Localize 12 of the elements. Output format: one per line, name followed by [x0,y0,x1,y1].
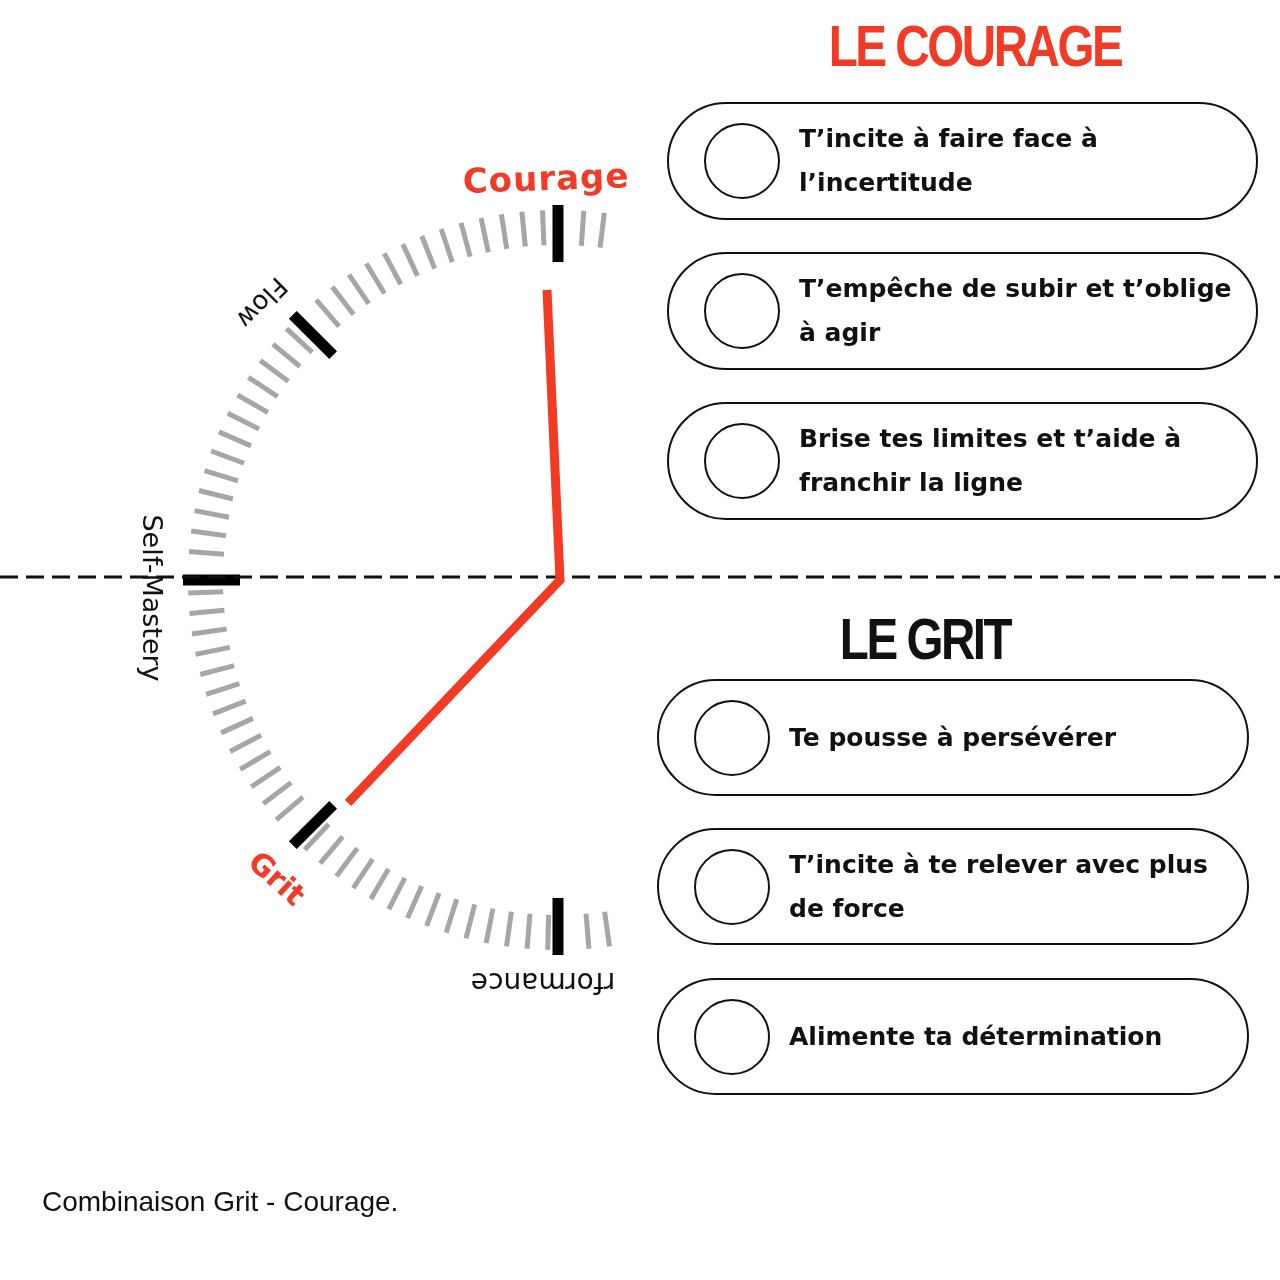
statement-text: T’empêche de subir et t’oblige à agir [799,273,1233,349]
statement-text: T’incite à te relever avec plus de force [789,848,1209,925]
statement-text: Te pousse à persévérer [789,721,1118,754]
section-heading: LE COURAGE [828,11,1122,79]
statement-text: T’incite à faire face à l’incertitude [799,123,1099,199]
dial-label: Self-Mastery [136,514,168,682]
dial-label: rformance [470,965,616,999]
dial-label: Courage [462,155,630,201]
section-heading: LE GRIT [839,604,1011,672]
caption: Combinaison Grit - Courage. [42,1186,399,1218]
statement-text: Alimente ta détermination [789,1020,1164,1053]
statement-text: Brise tes limites et t’aide à franchir la ligne [799,423,1183,499]
